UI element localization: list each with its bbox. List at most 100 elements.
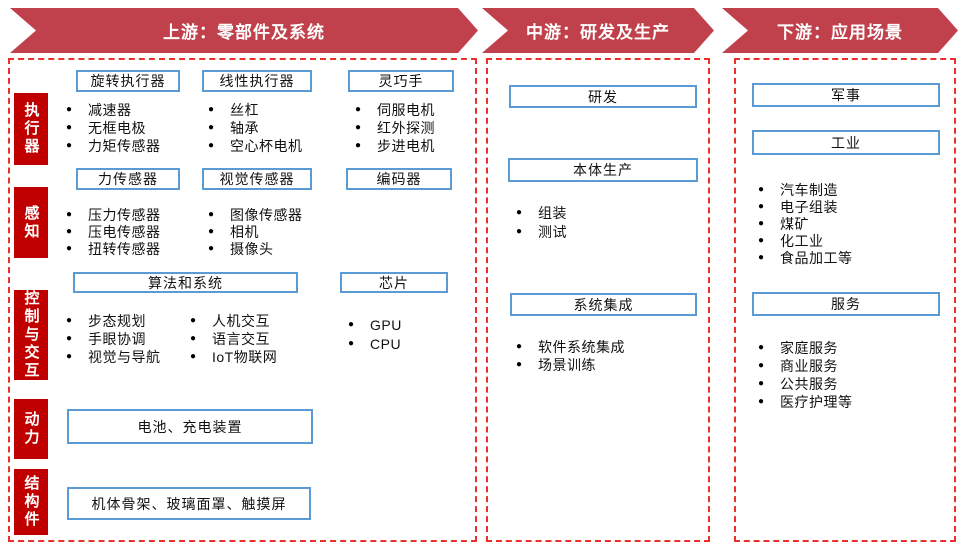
linear-actuator-list: ●丝杠 ●轴承 ●空心杯电机 bbox=[208, 101, 303, 155]
list-item: ●伺服电机 bbox=[355, 102, 435, 118]
list-item: ●软件系统集成 bbox=[516, 339, 625, 355]
side-label-power: 动力 bbox=[14, 399, 48, 459]
bullet-icon: ● bbox=[208, 225, 215, 237]
list-item: ●相机 bbox=[208, 223, 259, 240]
group-header-dexterous-hand: 灵巧手 bbox=[348, 70, 454, 92]
list-item: ●无框电极 bbox=[66, 120, 146, 136]
list-item: ●组装 bbox=[516, 204, 567, 221]
algo-list-col1: ●步态规划 ●手眼协调 ●视觉与导航 bbox=[66, 312, 161, 366]
power-box: 电池、充电装置 bbox=[67, 409, 313, 444]
list-item: ●汽车制造 bbox=[758, 181, 838, 198]
bullet-icon: ● bbox=[516, 206, 523, 218]
bullet-icon: ● bbox=[758, 378, 765, 389]
banner-downstream-label: 下游：应用场景 bbox=[777, 23, 903, 42]
bullet-icon: ● bbox=[758, 396, 765, 407]
list-item: ●家庭服务 bbox=[758, 340, 838, 356]
list-item: ●商业服务 bbox=[758, 358, 838, 374]
production-list: ●组装 ●测试 bbox=[516, 203, 567, 241]
chip-list: ●GPU ●CPU bbox=[348, 315, 402, 353]
list-item: ●步进电机 bbox=[355, 138, 435, 154]
rotary-actuator-list: ●减速器 ●无框电极 ●力矩传感器 bbox=[66, 101, 161, 155]
group-header-encoder: 编码器 bbox=[346, 168, 452, 190]
group-header-linear-actuator: 线性执行器 bbox=[202, 70, 312, 92]
side-label-control: 控制与交互 bbox=[14, 290, 48, 380]
integration-list: ●软件系统集成 ●场景训练 bbox=[516, 338, 625, 374]
bullet-icon: ● bbox=[355, 122, 362, 133]
banner-midstream-label: 中游：研发及生产 bbox=[526, 23, 670, 42]
list-item: ●压力传感器 bbox=[66, 206, 161, 223]
banner-upstream: 上游：零部件及系统 bbox=[10, 8, 478, 53]
bullet-icon: ● bbox=[66, 122, 73, 133]
section-header-military: 军事 bbox=[752, 83, 940, 107]
bullet-icon: ● bbox=[758, 234, 765, 246]
banner-midstream: 中游：研发及生产 bbox=[482, 8, 714, 53]
bullet-icon: ● bbox=[208, 208, 215, 220]
bullet-icon: ● bbox=[66, 351, 73, 362]
bullet-icon: ● bbox=[190, 351, 197, 362]
algo-list-col2: ●人机交互 ●语言交互 ●IoT物联网 bbox=[190, 312, 277, 366]
group-header-force-sensor: 力传感器 bbox=[76, 168, 180, 190]
bullet-icon: ● bbox=[66, 104, 73, 115]
bullet-icon: ● bbox=[348, 337, 355, 349]
list-item: ●丝杠 bbox=[208, 102, 259, 118]
bullet-icon: ● bbox=[758, 342, 765, 353]
list-item: ●食品加工等 bbox=[758, 249, 853, 266]
list-item: ●扭转传感器 bbox=[66, 240, 161, 257]
section-header-integration: 系统集成 bbox=[510, 293, 697, 316]
bullet-icon: ● bbox=[190, 333, 197, 344]
bullet-icon: ● bbox=[66, 315, 73, 326]
list-item: ●化工业 bbox=[758, 232, 824, 249]
banner-downstream: 下游：应用场景 bbox=[722, 8, 958, 53]
list-item: ●电子组装 bbox=[758, 198, 838, 215]
list-item: ●视觉与导航 bbox=[66, 349, 161, 365]
side-label-structure: 结构件 bbox=[14, 469, 48, 535]
bullet-icon: ● bbox=[758, 251, 765, 263]
bullet-icon: ● bbox=[758, 217, 765, 229]
list-item: ●IoT物联网 bbox=[190, 349, 278, 365]
list-item: ●轴承 bbox=[208, 120, 259, 136]
bullet-icon: ● bbox=[758, 360, 765, 371]
list-item: ●公共服务 bbox=[758, 376, 838, 392]
bullet-icon: ● bbox=[516, 359, 523, 370]
service-list: ●家庭服务 ●商业服务 ●公共服务 ●医疗护理等 bbox=[758, 339, 853, 411]
bullet-icon: ● bbox=[758, 183, 765, 195]
list-item: ●人机交互 bbox=[190, 313, 270, 329]
bullet-icon: ● bbox=[348, 318, 355, 330]
side-label-sensing: 感知 bbox=[14, 187, 48, 258]
force-sensor-list: ●压力传感器 ●压电传感器 ●扭转传感器 bbox=[66, 206, 161, 257]
bullet-icon: ● bbox=[66, 333, 73, 344]
list-item: ●图像传感器 bbox=[208, 206, 303, 223]
industry-list: ●汽车制造 ●电子组装 ●煤矿 ●化工业 ●食品加工等 bbox=[758, 181, 853, 266]
vision-sensor-list: ●图像传感器 ●相机 ●摄像头 bbox=[208, 206, 303, 257]
list-item: ●测试 bbox=[516, 223, 567, 240]
group-header-rotary-actuator: 旋转执行器 bbox=[76, 70, 180, 92]
bullet-icon: ● bbox=[66, 140, 73, 151]
bullet-icon: ● bbox=[208, 242, 215, 254]
upstream-panel bbox=[8, 58, 477, 542]
bullet-icon: ● bbox=[208, 140, 215, 151]
bullet-icon: ● bbox=[190, 315, 197, 326]
group-header-vision-sensor: 视觉传感器 bbox=[202, 168, 312, 190]
section-header-rd: 研发 bbox=[509, 85, 697, 108]
list-item: ●红外探测 bbox=[355, 120, 435, 136]
list-item: ●医疗护理等 bbox=[758, 394, 853, 410]
list-item: ●煤矿 bbox=[758, 215, 809, 232]
group-header-chip: 芯片 bbox=[340, 272, 448, 293]
bullet-icon: ● bbox=[516, 225, 523, 237]
list-item: ●摄像头 bbox=[208, 240, 274, 257]
section-header-service: 服务 bbox=[752, 292, 940, 316]
list-item: ●CPU bbox=[348, 335, 402, 352]
list-item: ●语言交互 bbox=[190, 331, 270, 347]
bullet-icon: ● bbox=[66, 225, 73, 237]
bullet-icon: ● bbox=[66, 242, 73, 254]
bullet-icon: ● bbox=[208, 122, 215, 133]
section-header-production: 本体生产 bbox=[508, 158, 698, 182]
list-item: ●压电传感器 bbox=[66, 223, 161, 240]
side-label-actuator: 执行器 bbox=[14, 93, 48, 165]
list-item: ●空心杯电机 bbox=[208, 138, 303, 154]
list-item: ●步态规划 bbox=[66, 313, 146, 329]
section-header-industry: 工业 bbox=[752, 130, 940, 155]
bullet-icon: ● bbox=[208, 104, 215, 115]
bullet-icon: ● bbox=[516, 341, 523, 352]
